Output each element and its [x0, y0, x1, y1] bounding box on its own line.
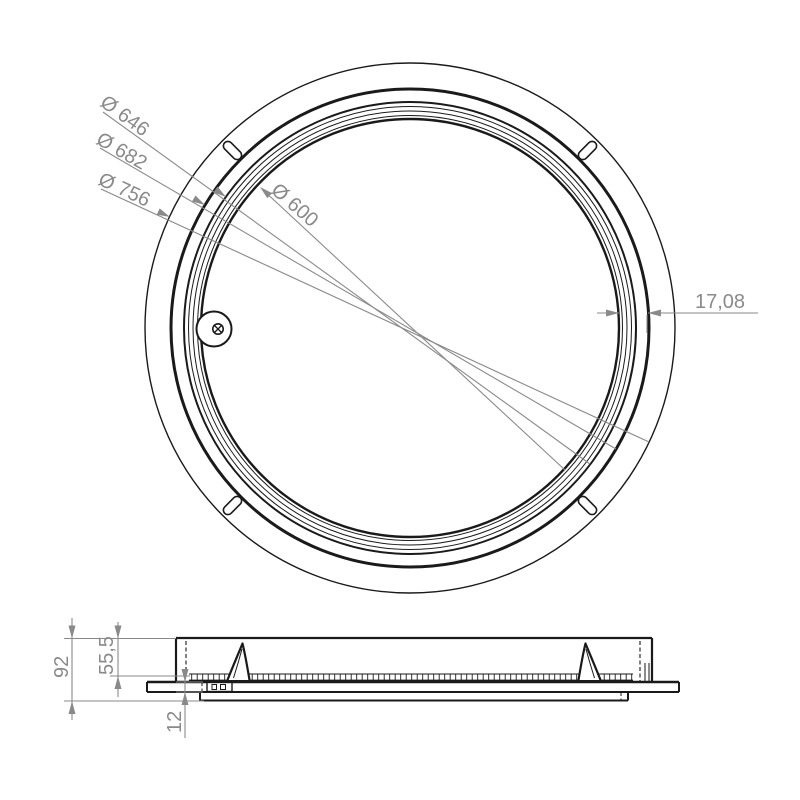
- dim-label-wall: 17,08: [695, 291, 745, 313]
- dim12-arrow-bottom: [181, 692, 189, 705]
- leader-line-756: [100, 188, 650, 443]
- gasket-serration: [189, 674, 633, 681]
- notch-slot-upper-left: [222, 140, 243, 161]
- dim555-arrow-top: [114, 625, 122, 639]
- lug-box-inner-2: [220, 684, 226, 690]
- wall-dim-arrow-right: [648, 309, 661, 317]
- wall-dimension: 17,08: [597, 291, 758, 333]
- detail-ring-3: [197, 115, 623, 541]
- right-fin-inner: [585, 648, 595, 679]
- dim-seat-depth: 55,5: [96, 622, 190, 697]
- seat-ring-682: [169, 87, 651, 569]
- notch-slots: [222, 140, 598, 516]
- leader-arrow-756: [156, 208, 170, 217]
- outer-ring-756: [144, 62, 676, 594]
- dim-overall-height: 92: [51, 618, 204, 720]
- bottom-lip: [199, 692, 629, 702]
- detail-ring-2: [192, 110, 628, 546]
- leader-line-646: [102, 111, 591, 465]
- top-view: Ø 646 Ø 682 Ø 756 Ø 600 17,08: [93, 62, 758, 594]
- dim-label-55-5: 55,5: [96, 636, 118, 675]
- dim555-arrow-bottom: [114, 676, 122, 689]
- leader-arrow-682: [191, 195, 205, 205]
- notch-slot-lower-left: [222, 495, 243, 516]
- left-fin-inner: [233, 648, 243, 679]
- dim-flange-thickness: 12: [164, 669, 203, 738]
- notch-slot-lower-right: [577, 495, 598, 516]
- leader-arrow-646: [213, 186, 226, 197]
- dim-label-756: Ø 756: [95, 169, 154, 212]
- dim-label-600: Ø 600: [267, 179, 323, 231]
- key-hole-cross-2: [214, 325, 222, 333]
- dim92-arrow-top: [68, 625, 76, 639]
- key-lug: [195, 310, 233, 348]
- dim92-arrow-bottom: [68, 701, 76, 714]
- leader-line-682: [99, 147, 617, 450]
- leader-arrow-600: [260, 187, 273, 199]
- dim-label-12: 12: [164, 711, 186, 733]
- gasket-strip: [189, 673, 633, 682]
- wall-dim-arrow-left: [606, 309, 619, 317]
- clamp-fins: [226, 642, 602, 681]
- dim12-arrow-top: [181, 669, 189, 682]
- lug-section: [201, 681, 233, 693]
- leader-line-600: [261, 188, 566, 471]
- flange-plate: [146, 680, 680, 693]
- side-view: 92 55,5 12: [51, 618, 680, 738]
- lug-box: [206, 681, 233, 693]
- opening-ring-600: [199, 117, 621, 539]
- notch-slot-upper-right: [577, 140, 598, 161]
- ring-646: [183, 101, 637, 555]
- detail-ring-1: [188, 106, 632, 550]
- lug-box-inner-1: [211, 684, 217, 690]
- dim-label-92: 92: [51, 656, 73, 678]
